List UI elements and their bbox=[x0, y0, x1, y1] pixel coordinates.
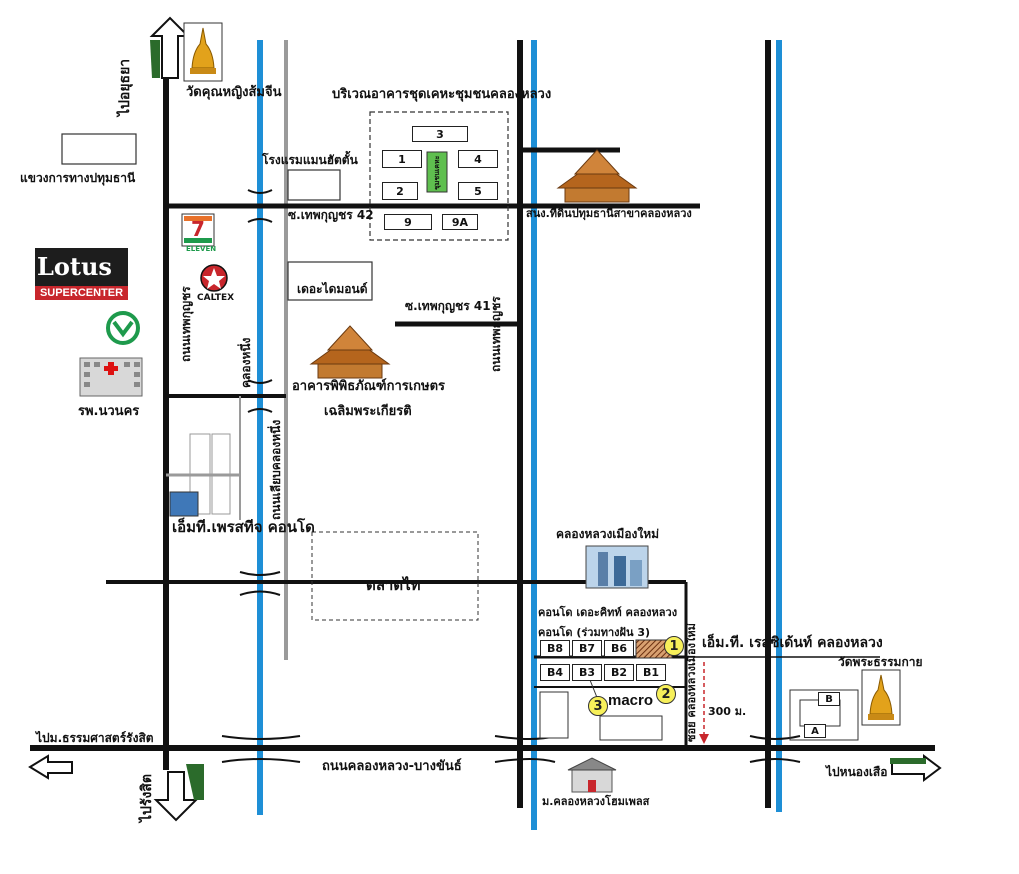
label-soi-41: ซ.เทพกุญชร 41 bbox=[405, 299, 491, 313]
macro-block-left bbox=[539, 691, 569, 739]
label-post-office: สนง.ที่ดินปทุมธานีสาขาคลองหลวง bbox=[526, 207, 692, 220]
condo-block-b2: B2 bbox=[604, 664, 634, 681]
caltex-icon bbox=[200, 264, 228, 292]
housing-block-1: 1 bbox=[382, 150, 422, 168]
label-side-road-klong-nueng: ถนนเลียบคลองหนึ่ง bbox=[269, 419, 283, 520]
dhammakaya-block-b: B bbox=[818, 692, 840, 706]
bridge-soi42 bbox=[247, 189, 273, 223]
arrow-down-icon bbox=[153, 771, 199, 822]
condo-block-b7: B7 bbox=[572, 640, 602, 657]
dhammakaya-block-a: A bbox=[804, 724, 826, 738]
housing-community-label: ชุมชนเคหะ bbox=[433, 155, 441, 190]
label-condo-the-kit: คอนโด เดอะคิทท์ คลองหลวง bbox=[538, 606, 678, 619]
hospital-icon bbox=[79, 357, 143, 397]
label-to-nong-suea: ไปหนองเสือ bbox=[826, 765, 888, 779]
label-museum-line1: อาคารพิพิธภัณฑ์การเกษตร bbox=[292, 379, 446, 394]
condo-block-b1: B1 bbox=[636, 664, 666, 681]
thai-pavilion-icon bbox=[556, 149, 638, 203]
label-talad-thai: ตลาดไท bbox=[366, 576, 421, 594]
arrow-left-icon bbox=[28, 754, 73, 780]
arrow-right-shadow bbox=[890, 758, 926, 764]
label-seven-eleven: ELEVEN bbox=[186, 245, 217, 253]
label-highway-office: แขวงการทางปทุมธานี bbox=[20, 171, 136, 185]
prestige-plots bbox=[189, 433, 231, 515]
arrow-up-icon bbox=[149, 16, 191, 79]
arrow-up-shadow bbox=[150, 40, 160, 78]
label-hotel: โรงแรมแมนฮัตตั้น bbox=[262, 153, 358, 167]
bridge-talad-thai bbox=[239, 571, 281, 596]
label-klong-nueng: คลองหนึ่ง bbox=[239, 337, 253, 388]
label-caltex: CALTEX bbox=[197, 293, 235, 303]
condo-block-b8: B8 bbox=[540, 640, 570, 657]
lotus-name: Lotus bbox=[37, 252, 112, 281]
label-soi-42: ซ.เทพกุญชร 42 bbox=[288, 208, 374, 222]
stupa-icon-right bbox=[861, 669, 901, 726]
lotus-sub: SUPERCENTER bbox=[35, 286, 128, 300]
bridge-museum bbox=[247, 379, 273, 413]
highway-office-box bbox=[61, 133, 137, 165]
distance-arrow-icon bbox=[699, 734, 709, 744]
housing-block-4: 4 bbox=[458, 150, 498, 168]
community-housing-area bbox=[369, 111, 509, 241]
marker-3[interactable]: 3 bbox=[588, 696, 608, 716]
label-klong-luang-school: ม.คลองหลวงโฮมเพลส bbox=[542, 795, 650, 808]
label-condo-dream: คอนโด (ร่วมทางฝัน 3) bbox=[538, 626, 651, 639]
label-to-rangsit: ไปรังสิต bbox=[139, 774, 155, 822]
label-museum-line2: เฉลิมพระเกียรติ bbox=[324, 404, 412, 419]
housing-block-3: 3 bbox=[412, 126, 468, 142]
stupa-icon bbox=[183, 22, 223, 82]
macro-store-label: macro bbox=[608, 692, 654, 709]
housing-block-5: 5 bbox=[458, 182, 498, 200]
hotel-box bbox=[287, 169, 341, 201]
bridge-main-left bbox=[221, 735, 301, 763]
green-park bbox=[426, 151, 448, 193]
condo-block-b4: B4 bbox=[540, 664, 570, 681]
arrow-down-shadow bbox=[186, 764, 204, 800]
label-mt-residence: เอ็ม.ที. เรสซิเด้นท์ คลองหลวง bbox=[702, 635, 883, 651]
label-to-ayutthaya: ไปอยุธยา bbox=[117, 58, 133, 116]
label-klong-luang-new-city: คลองหลวงเมืองใหม่ bbox=[556, 527, 660, 541]
svg-text:7: 7 bbox=[191, 217, 205, 241]
marker-2[interactable]: 2 bbox=[656, 684, 676, 704]
museum-pavilion-icon bbox=[309, 325, 391, 379]
label-the-diamond: เดอะไดมอนด์ bbox=[297, 282, 368, 296]
bank-icon bbox=[106, 311, 140, 345]
label-community-housing: บริเวณอาคารชุดเคหะชุมชนคลองหลวง bbox=[332, 87, 552, 102]
marker-1[interactable]: 1 bbox=[664, 636, 684, 656]
seven-eleven-icon: 7 bbox=[181, 213, 215, 247]
label-thep-kunchorn-mid: ถนนเทพกุญชร bbox=[489, 296, 503, 372]
label-thep-kunchorn-left: ถนนเทพกุญชร bbox=[179, 286, 193, 362]
condo-block-b6: B6 bbox=[604, 640, 634, 657]
prestige-building-icon bbox=[169, 491, 199, 517]
label-soi-klong-luang-new-city: ซอย คลองหลวงเมืองใหม่ bbox=[685, 623, 698, 742]
label-wat-khun-ying: วัดคุณหญิงส้มจีน bbox=[186, 85, 282, 100]
school-icon bbox=[567, 757, 617, 793]
label-mt-prestige: เอ็มที.เพรสทีจ คอนโด bbox=[172, 518, 315, 536]
label-distance: 300 ม. bbox=[708, 705, 747, 718]
housing-block-9a: 9A bbox=[442, 214, 478, 230]
new-city-building-icon bbox=[585, 545, 649, 589]
lotus-logo: Lotus SUPERCENTER bbox=[35, 248, 128, 300]
label-hospital: รพ.นวนคร bbox=[78, 404, 140, 419]
talad-thai-area bbox=[311, 531, 479, 621]
bridge-main-right bbox=[749, 735, 801, 763]
housing-block-9: 9 bbox=[384, 214, 432, 230]
housing-block-2: 2 bbox=[382, 182, 418, 200]
label-wat-phra-dhammakaya: วัดพระธรรมกาย bbox=[838, 655, 923, 669]
label-main-road: ถนนคลองหลวง-บางขันธ์ bbox=[322, 759, 462, 774]
condo-block-b3: B3 bbox=[572, 664, 602, 681]
diamond-box bbox=[287, 261, 373, 301]
macro-block-right bbox=[599, 715, 663, 741]
label-to-thammasat: ไปม.ธรรมศาสตร์รังสิต bbox=[36, 731, 154, 745]
